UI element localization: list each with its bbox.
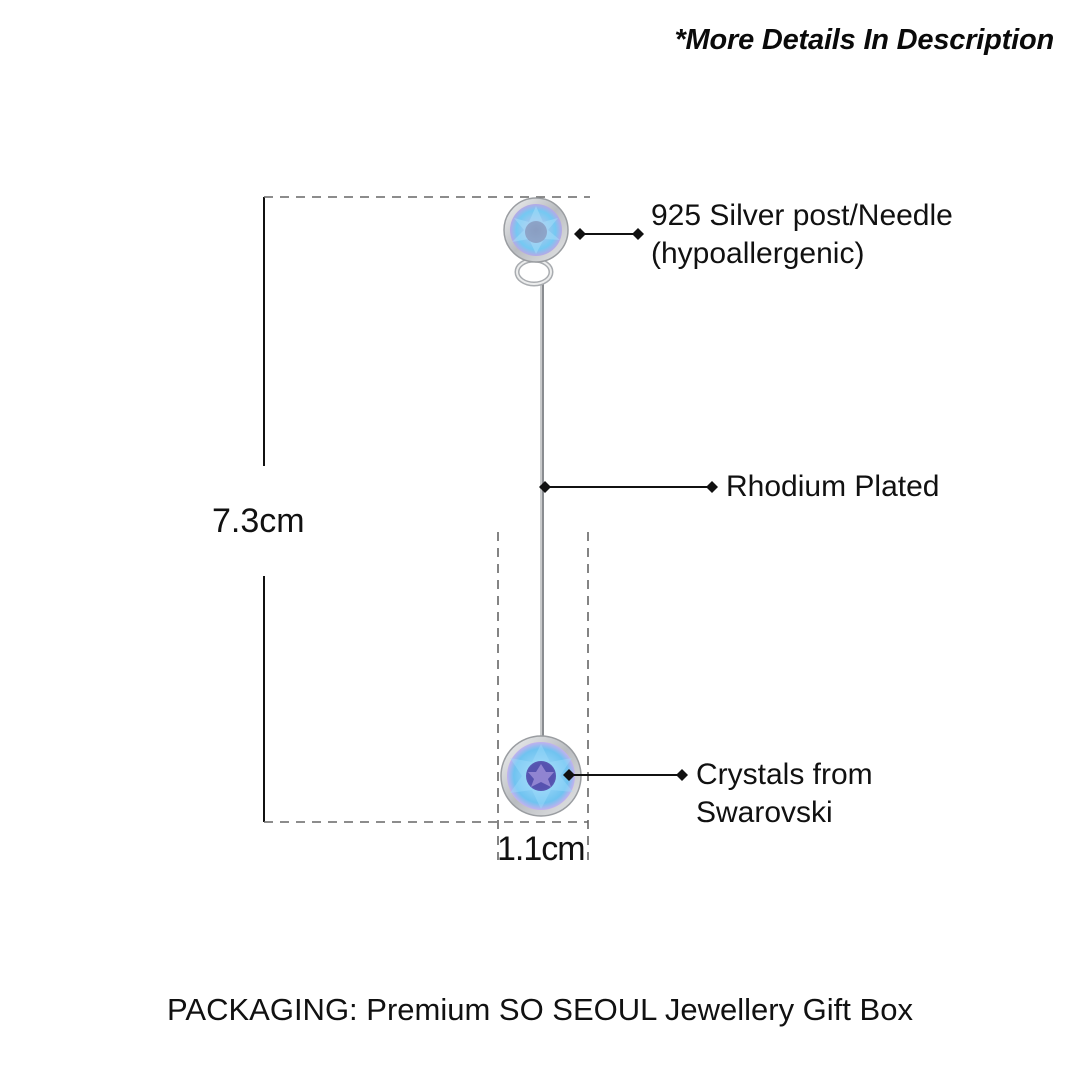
callout-plating-label: Rhodium Plated xyxy=(726,468,939,506)
more-details-note: *More Details In Description xyxy=(674,24,1054,56)
callout-leader-plating xyxy=(539,481,718,493)
callout-plating-line1: Rhodium Plated xyxy=(726,470,940,503)
callout-post-label: 925 Silver post/Needle (hypoallergenic) xyxy=(651,197,953,273)
pin-needle xyxy=(540,284,544,742)
width-dimension xyxy=(497,532,589,860)
width-dimension-label: 1.1cm xyxy=(497,830,586,868)
bottom-crystal xyxy=(500,735,582,817)
callout-leader-crystal xyxy=(563,769,688,781)
callout-post-line1: 925 Silver post/Needle xyxy=(651,199,953,232)
callout-leader-post xyxy=(574,228,644,240)
height-dimension-label: 7.3cm xyxy=(212,502,305,540)
callout-crystal-line2: Swarovski xyxy=(696,796,833,829)
callout-crystal-line1: Crystals from xyxy=(696,758,873,791)
top-stud-crystal xyxy=(503,197,569,287)
callout-crystal-label: Crystals from Swarovski xyxy=(696,756,873,832)
callout-post-line2: (hypoallergenic) xyxy=(651,237,865,270)
height-dimension xyxy=(263,196,590,823)
packaging-footer: PACKAGING: Premium SO SEOUL Jewellery Gi… xyxy=(167,992,913,1027)
